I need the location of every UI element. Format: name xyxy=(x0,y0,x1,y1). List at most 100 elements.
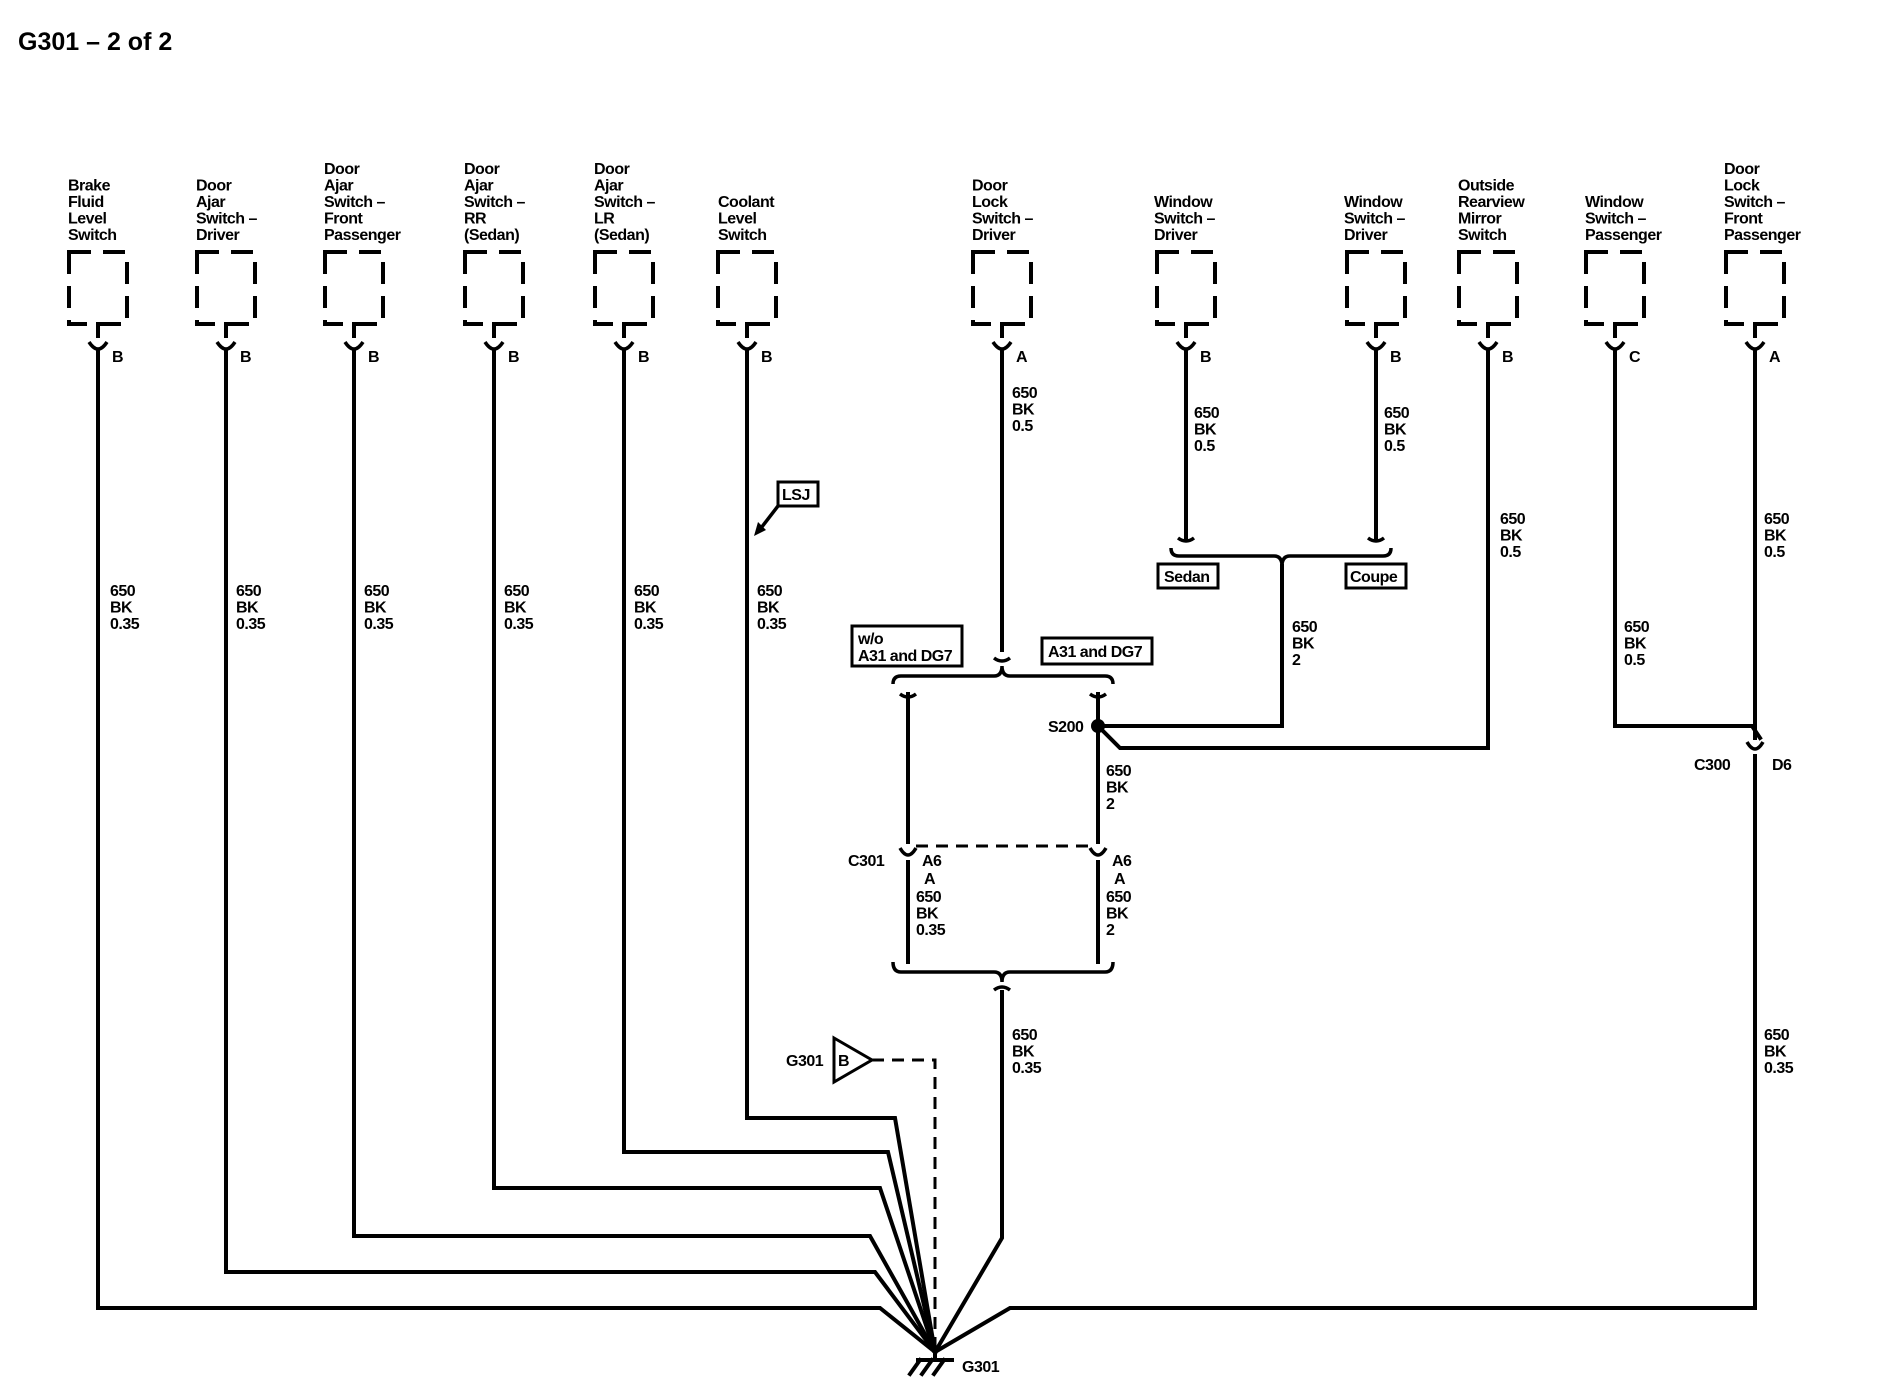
wire-spec-w5: 0.35 xyxy=(634,616,664,633)
wire-spec-window-coupe: BK xyxy=(1384,422,1407,439)
pin-label-door-ajar-driver: B xyxy=(240,349,251,366)
c300-terminal xyxy=(1745,741,1765,751)
component-box-door-ajar-rr xyxy=(463,250,525,326)
c300-label: C300 xyxy=(1694,757,1731,774)
component-label-window-driver-sedan-line: Driver xyxy=(1154,227,1198,244)
wire-spec-center-down: BK xyxy=(1012,1044,1035,1061)
sedan-label: Sedan xyxy=(1164,569,1210,586)
wire-spec-c301-right: 650 xyxy=(1106,889,1132,906)
wire-spec-w5: BK xyxy=(634,600,657,617)
wire-spec-w2: BK xyxy=(236,600,259,617)
wire-spec-door-lock-front: 650 xyxy=(1764,511,1790,528)
component-box-brake-fluid xyxy=(67,250,129,326)
wire-center-down xyxy=(932,990,1004,1355)
pin-label-window-driver-coupe: B xyxy=(1390,349,1401,366)
wire-spec-mirror: BK xyxy=(1500,528,1523,545)
component-label-door-lock-front-pass-line: Switch – xyxy=(1724,194,1786,211)
wire-spec-window-merge: 650 xyxy=(1292,619,1318,636)
wire-c300-down xyxy=(932,754,1757,1355)
component-label-door-lock-front-pass-line: Lock xyxy=(1724,178,1760,195)
g301-ground-label: G301 xyxy=(962,1359,1000,1376)
component-label-door-ajar-driver-line: Ajar xyxy=(196,194,225,211)
component-label-door-lock-front-pass-line: Front xyxy=(1724,211,1764,228)
component-label-door-ajar-driver-line: Door xyxy=(196,178,232,195)
wire-spec-w5: 650 xyxy=(634,583,660,600)
wire-spec-door-lock-driver: 0.5 xyxy=(1012,418,1033,435)
terminal-icon xyxy=(343,340,365,351)
window-bus xyxy=(1169,547,1393,567)
g301-ref-dashed-link xyxy=(872,1058,937,1352)
terminal-icon xyxy=(1477,340,1499,351)
component-label-door-ajar-rr-line: RR xyxy=(464,211,487,228)
pin-label-door-ajar-lr: B xyxy=(638,349,649,366)
wire-spec-c300-down: BK xyxy=(1764,1044,1787,1061)
component-label-door-ajar-rr-line: Ajar xyxy=(464,178,493,195)
component-box-window-passenger xyxy=(1584,250,1646,326)
wire-spec-w3: 0.35 xyxy=(364,616,394,633)
component-label-door-lock-front-pass-line: Passenger xyxy=(1724,227,1801,244)
terminal-icon xyxy=(483,340,505,351)
terminal-icon xyxy=(991,340,1013,351)
component-label-brake-fluid-line: Switch xyxy=(68,227,117,244)
wire-spec-c301-right: BK xyxy=(1106,906,1129,923)
wire-spec-w3: BK xyxy=(364,600,387,617)
lsj-option: LSJ xyxy=(754,480,820,536)
wire-spec-window-passenger: 0.5 xyxy=(1624,652,1645,669)
pin-label-door-lock-driver: A xyxy=(1016,349,1028,366)
lsj-arrow-icon xyxy=(754,522,766,536)
component-label-door-ajar-front-pass-line: Door xyxy=(324,161,360,178)
component-label-door-ajar-lr-line: Door xyxy=(594,161,630,178)
component-label-window-passenger-line: Switch – xyxy=(1585,211,1647,228)
coupe-box xyxy=(1344,562,1408,590)
component-label-outside-mirror-line: Mirror xyxy=(1458,211,1502,228)
g301-ref-label: G301 xyxy=(786,1053,824,1070)
wire-spec-door-lock-driver: 650 xyxy=(1012,385,1038,402)
component-label-brake-fluid-line: Level xyxy=(68,211,106,228)
component-label-outside-mirror-line: Rearview xyxy=(1458,194,1525,211)
g301-ref-triangle-icon xyxy=(832,1035,875,1085)
ground-symbol-icon xyxy=(907,1350,954,1377)
wire-spec-w4: 650 xyxy=(504,583,530,600)
terminal-icon xyxy=(87,340,109,351)
option-bus-lower xyxy=(891,961,1115,983)
component-label-brake-fluid-line: Fluid xyxy=(68,194,104,211)
component-label-door-ajar-front-pass-line: Passenger xyxy=(324,227,401,244)
component-label-door-lock-driver-line: Switch – xyxy=(972,211,1034,228)
terminal-icon xyxy=(1365,340,1387,351)
pin-label-outside-mirror: B xyxy=(1502,349,1513,366)
wire-spec-c300-down: 0.35 xyxy=(1764,1060,1794,1077)
terminal-icon xyxy=(1604,340,1626,351)
terminal-icon xyxy=(1744,340,1766,351)
wire-spec-w4: BK xyxy=(504,600,527,617)
a31-box xyxy=(1040,636,1154,666)
terminal-icon xyxy=(1175,340,1197,351)
wire-spec-w6: BK xyxy=(757,600,780,617)
pin-label-brake-fluid: B xyxy=(112,349,123,366)
pin-label-window-driver-sedan: B xyxy=(1200,349,1211,366)
wire-spec-mirror: 650 xyxy=(1500,511,1526,528)
component-label-door-ajar-rr-line: (Sedan) xyxy=(464,227,519,244)
c301-right-terminal xyxy=(1088,847,1108,857)
component-label-door-lock-driver-line: Door xyxy=(972,178,1008,195)
component-label-window-driver-sedan-line: Window xyxy=(1154,194,1213,211)
splice-tick-top xyxy=(992,656,1012,663)
wire-spec-c301-left: 650 xyxy=(916,889,942,906)
wire-door-ajar-front xyxy=(352,358,938,1355)
wire-spec-door-lock-front: 0.5 xyxy=(1764,544,1785,561)
component-label-window-driver-coupe-line: Driver xyxy=(1344,227,1388,244)
component-label-door-ajar-driver-line: Driver xyxy=(196,227,240,244)
splice-tick-bottom xyxy=(992,985,1012,992)
c301-left-pin-2: A xyxy=(924,871,936,888)
sedan-box xyxy=(1156,562,1220,590)
component-label-door-ajar-front-pass-line: Front xyxy=(324,211,364,228)
wire-spec-w1: 650 xyxy=(110,583,136,600)
pin-label-door-lock-front-pass: A xyxy=(1769,349,1781,366)
component-label-door-ajar-lr-line: (Sedan) xyxy=(594,227,649,244)
c300-pin: D6 xyxy=(1772,757,1792,774)
component-label-door-ajar-driver-line: Switch – xyxy=(196,211,258,228)
component-label-door-ajar-lr-line: Ajar xyxy=(594,178,623,195)
component-label-window-driver-coupe-line: Switch – xyxy=(1344,211,1406,228)
wire-spec-window-coupe: 650 xyxy=(1384,405,1410,422)
c301-left-pin-1: A6 xyxy=(922,853,942,870)
diagram-title: G301 – 2 of 2 xyxy=(18,28,172,56)
